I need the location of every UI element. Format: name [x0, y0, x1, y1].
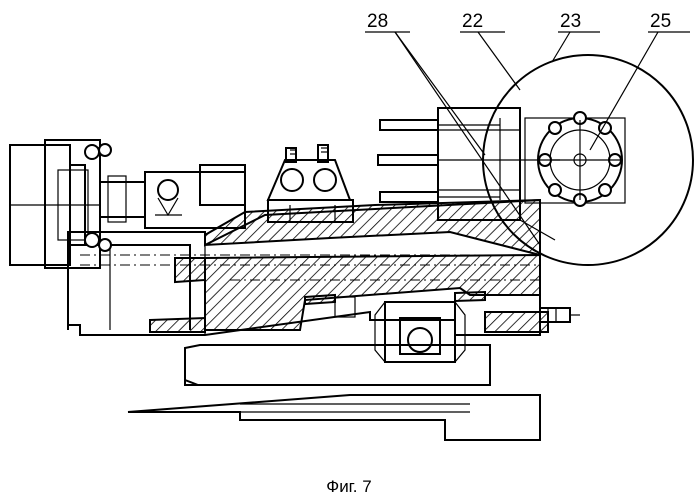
left-flange: [10, 140, 111, 268]
base-sled: [128, 345, 540, 440]
lower-clamp: [375, 302, 465, 362]
callout-25-label: 25: [650, 11, 671, 32]
callout-28-label: 28: [367, 11, 388, 32]
callout-22-label: 22: [462, 11, 483, 32]
callout-23-label: 23: [560, 11, 581, 32]
figure-caption: Фиг. 7: [326, 477, 371, 496]
left-fitting: [100, 165, 245, 228]
